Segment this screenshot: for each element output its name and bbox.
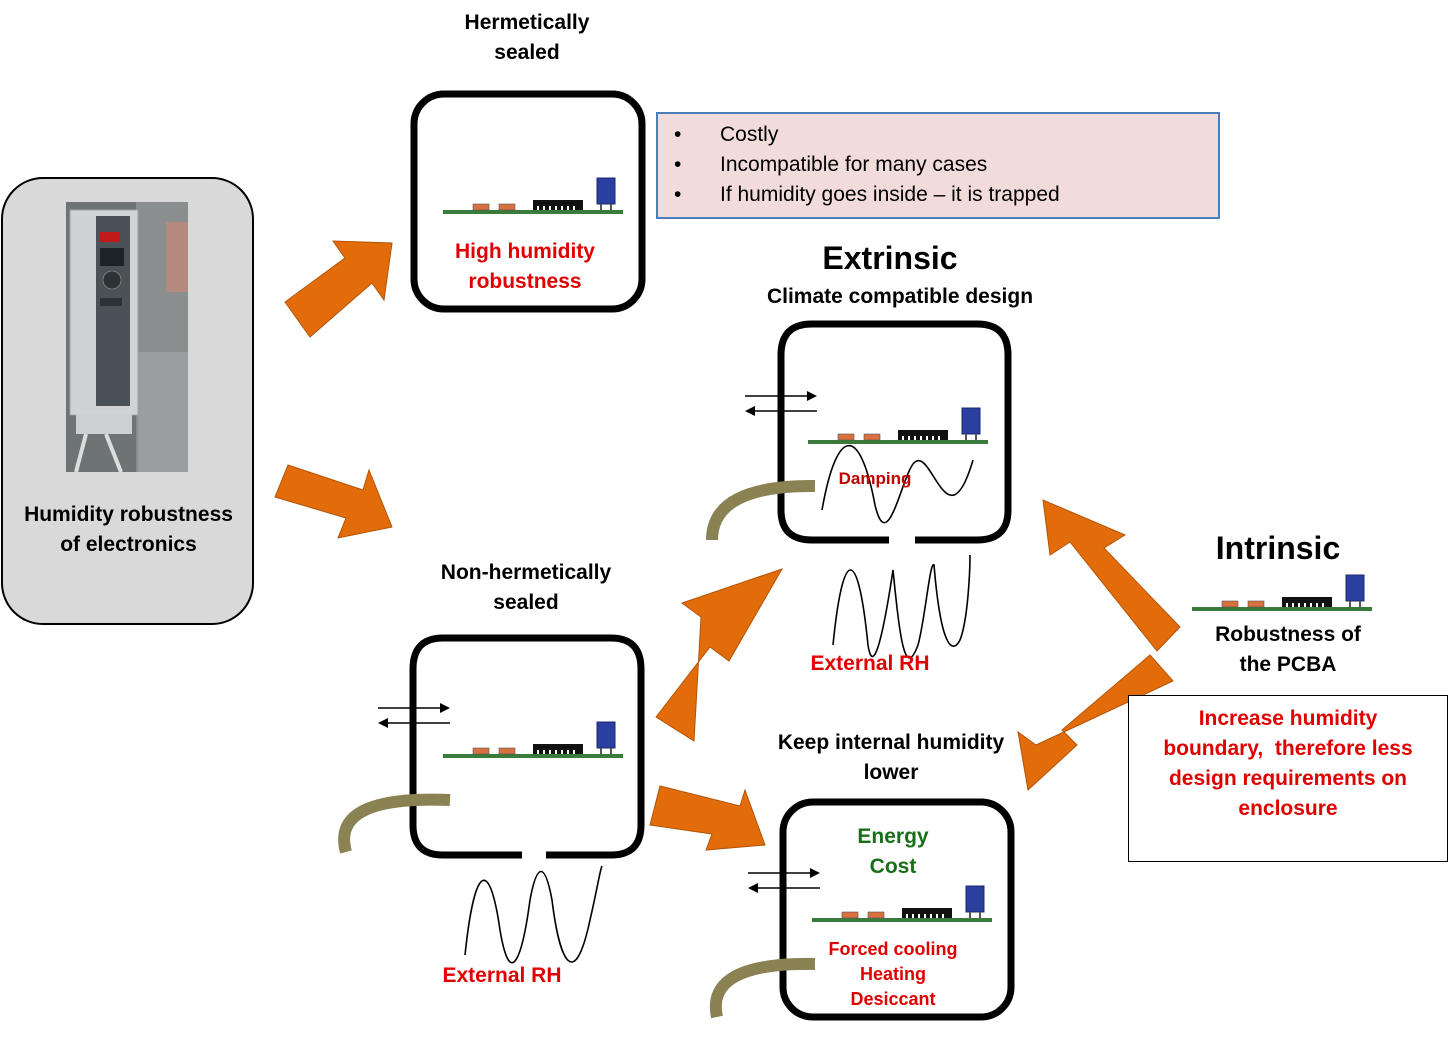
drive-photo-icon — [66, 202, 188, 472]
extrinsic-enclosure — [777, 320, 1012, 544]
energy-cost-label: Energy Cost — [833, 822, 953, 882]
arrow-intrinsic-to-extrinsic — [1042, 499, 1181, 652]
hermetic-inner-line1: High humidity — [455, 240, 595, 263]
hermetic-title: Hermetically sealed — [402, 8, 652, 68]
extrinsic-internal-wave — [821, 444, 974, 524]
drawback-item: Incompatible for many cases — [658, 150, 1218, 180]
drawback-item: If humidity goes inside – it is trapped — [658, 180, 1218, 210]
intrinsic-label-line2: the PCBA — [1239, 653, 1337, 676]
hermetic-inner-line2: robustness — [468, 270, 582, 293]
nonhermetic-external-wave — [464, 865, 603, 964]
flow-arrows — [274, 240, 1181, 851]
nonhermetic-title: Non-hermetically sealed — [400, 558, 652, 618]
intrinsic-heading: Intrinsic — [1215, 530, 1341, 566]
keep-lower-title-line1: Keep internal humidity — [777, 731, 1005, 754]
method-item: Heating — [859, 964, 926, 984]
keep-lower-methods: Forced cooling Heating Desiccant — [803, 937, 983, 1012]
keep-lower-title: Keep internal humidity lower — [752, 728, 1030, 788]
extrinsic-external-wave — [832, 554, 971, 659]
nonhermetic-enclosure — [409, 634, 645, 859]
root-label-line2: of electronics — [60, 533, 197, 556]
root-label: Humidity robustness of electronics — [5, 500, 252, 560]
hermetic-title-line1: Hermetically — [464, 11, 590, 34]
intrinsic-label: Robustness of the PCBA — [1180, 620, 1396, 680]
nonhermetic-title-line2: sealed — [493, 591, 559, 614]
nonhermetic-external-rh: External RH — [442, 964, 562, 987]
keep-lower-title-line2: lower — [863, 761, 919, 784]
root-label-line1: Humidity robustness — [24, 503, 233, 526]
arrow-to-hermetic — [284, 240, 393, 338]
keep-lower-cable — [709, 957, 816, 1019]
hermetic-inner-label: High humidity robustness — [414, 237, 636, 297]
intrinsic-label-line1: Robustness of — [1215, 623, 1361, 646]
energy-line1: Energy — [857, 825, 929, 848]
benefit-line3: design requirements on — [1168, 767, 1408, 790]
energy-line2: Cost — [869, 855, 917, 878]
keep-lower-enclosure — [779, 798, 1015, 1021]
benefit-line4: enclosure — [1238, 797, 1338, 820]
arrow-intrinsic-to-keep-lower — [1017, 654, 1174, 791]
drawback-item: Costly — [658, 120, 1218, 150]
extrinsic-subtitle: Climate compatible design — [766, 285, 1034, 308]
intrinsic-benefit-box: Increase humidity boundary, therefore le… — [1128, 695, 1448, 862]
hermetic-drawbacks-box: Costly Incompatible for many cases If hu… — [656, 112, 1220, 219]
hermetic-title-line2: sealed — [494, 41, 560, 64]
method-item: Forced cooling — [828, 939, 958, 959]
extrinsic-cable — [706, 479, 816, 541]
extrinsic-external-rh: External RH — [810, 652, 930, 675]
method-item: Desiccant — [850, 989, 936, 1009]
damping-text: Damping — [838, 469, 912, 488]
nonhermetic-cable — [338, 793, 451, 854]
nonhermetic-title-line1: Non-hermetically — [440, 561, 612, 584]
extrinsic-heading: Extrinsic — [822, 240, 958, 276]
hermetic-enclosure — [410, 90, 646, 313]
hermetic-drawbacks-list: Costly Incompatible for many cases If hu… — [658, 114, 1218, 210]
arrow-to-keep-lower — [649, 785, 766, 851]
benefit-line2: boundary, therefore less — [1163, 737, 1413, 760]
benefit-line1: Increase humidity — [1198, 707, 1378, 730]
arrow-to-extrinsic — [655, 568, 784, 742]
damping-label: Damping — [820, 468, 930, 490]
arrow-to-nonhermetic — [274, 464, 393, 539]
